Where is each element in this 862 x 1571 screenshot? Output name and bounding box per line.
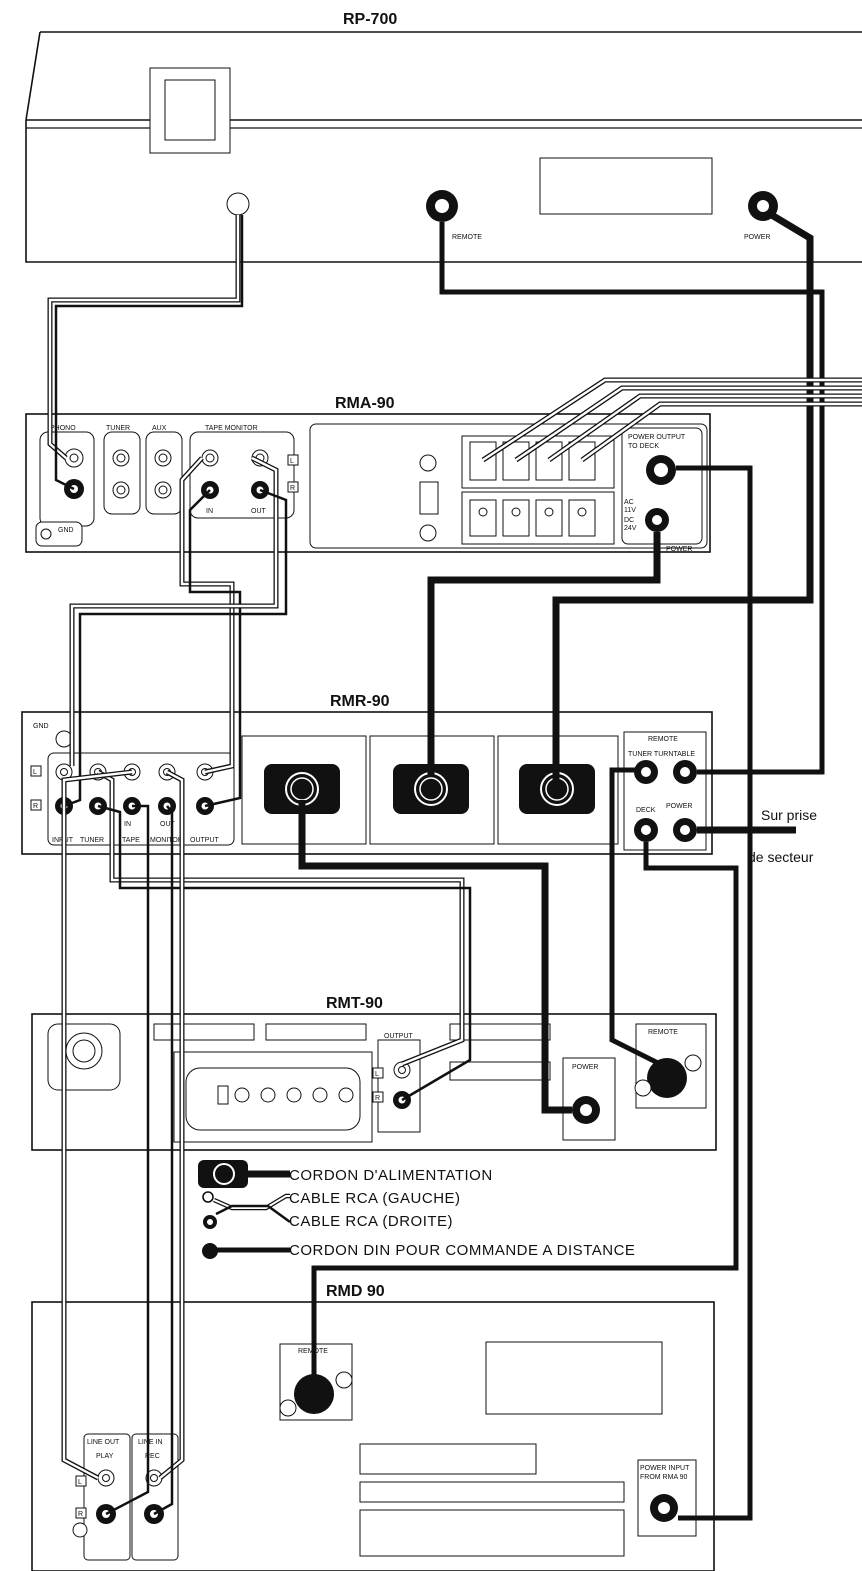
rma90-title: RMA-90	[335, 395, 395, 412]
rmt90-title: RMT-90	[326, 995, 383, 1012]
rmt90-power-label: POWER	[572, 1064, 598, 1071]
rp700-title: RP-700	[343, 11, 397, 28]
rma90-r-label: R	[290, 485, 295, 492]
cables	[47, 210, 862, 1521]
legend-rca-right: CABLE RCA (DROITE)	[203, 1204, 453, 1230]
rma90-aux-label: AUX	[152, 425, 167, 432]
cable-rmr-rmt-power	[298, 800, 572, 1114]
legend-power-cord-text: CORDON D'ALIMENTATION	[289, 1167, 493, 1184]
cable-rma-deck-power	[676, 465, 753, 1521]
rp700-remote-label: REMOTE	[452, 234, 482, 241]
rmd90-line-in-label: LINE IN	[138, 1439, 163, 1446]
rmd90-l-label: L	[78, 1479, 82, 1486]
rma90-tape-monitor-label: TAPE MONITOR	[205, 425, 258, 432]
rma90-tuner-label: TUNER	[106, 425, 130, 432]
rmd90-r-label: R	[78, 1511, 83, 1518]
rmr90-title: RMR-90	[330, 693, 390, 710]
rmr90-deck-label: DECK	[636, 807, 656, 814]
rmr90-tape-label: TAPE	[122, 837, 140, 844]
rma90-unit: RMA-90 PHONO TUNER AUX TAPE MONITOR IN O…	[25, 395, 711, 553]
rma90-jacks	[64, 448, 269, 499]
rma90-gnd-label: GND	[58, 527, 74, 534]
rmr90-remote-label: REMOTE	[648, 736, 678, 743]
rmr90-l-label: L	[33, 769, 37, 776]
rmt90-unit: RMT-90 OUTPUT L R POWER REMOTE	[31, 995, 717, 1151]
rmr90-power-label: POWER	[666, 803, 692, 810]
rmt90-l-label: L	[375, 1071, 379, 1078]
rp700-unit: RP-700 REMOTE POWER	[25, 11, 862, 263]
mains-line2: de secteur	[748, 849, 814, 865]
legend-power-cord: CORDON D'ALIMENTATION	[198, 1160, 493, 1188]
rmt90-remote-label: REMOTE	[648, 1029, 678, 1036]
legend-rca-left: CABLE RCA (GAUCHE)	[202, 1190, 461, 1211]
rmd90-line-out-label: LINE OUT	[87, 1439, 120, 1446]
rma90-power-label: POWER	[666, 546, 692, 553]
rmd90-from-rma90-label: FROM RMA 90	[640, 1474, 688, 1481]
cable-rp700-remote	[439, 222, 825, 775]
rmd90-play-label: PLAY	[96, 1453, 114, 1460]
rmr90-in-label: IN	[124, 821, 131, 828]
rma90-to-deck-label: TO DECK	[628, 443, 659, 450]
cable-rp700-power	[552, 210, 814, 789]
rma90-power-output-label: POWER OUTPUT	[628, 434, 686, 441]
legend-rca-left-text: CABLE RCA (GAUCHE)	[289, 1190, 461, 1207]
rmd90-rec-label: REC	[145, 1453, 160, 1460]
rma90-in-label: IN	[206, 508, 213, 515]
rma90-phono-group	[39, 431, 95, 527]
rma90-phono-label: PHONO	[50, 425, 76, 432]
rma90-gnd-terminal	[35, 521, 83, 547]
rmr90-out-label: OUT	[160, 821, 176, 828]
rma90-dc-label: DC	[624, 517, 634, 524]
rmr90-tuner-turntable-label: TUNER TURNTABLE	[628, 751, 695, 758]
rmd90-remote-socket	[294, 1374, 334, 1414]
rma90-out-label: OUT	[251, 508, 267, 515]
rmd90-power-input-label: POWER INPUT	[640, 1465, 690, 1472]
rma90-dc-v-label: 24V	[624, 525, 637, 532]
rmd90-title: RMD 90	[326, 1283, 385, 1300]
legend-rca-right-text: CABLE RCA (DROITE)	[289, 1213, 453, 1230]
rmt90-r-label: R	[375, 1095, 380, 1102]
rp700-power-label: POWER	[744, 234, 770, 241]
rma90-l-label: L	[290, 458, 294, 465]
rmt90-output-block	[377, 1039, 421, 1133]
rmr90-unit: RMR-90 GND L R INPUT TUNER IN TAPE OUT M…	[21, 693, 713, 855]
rmt90-remote-socket	[647, 1058, 687, 1098]
rp700-display-window	[539, 157, 713, 215]
legend-din-remote: CORDON DIN POUR COMMANDE A DISTANCE	[202, 1242, 635, 1259]
rmd90-display	[485, 1341, 663, 1415]
rma90-speaker-terminals	[461, 435, 615, 545]
rma90-ac-label: AC	[624, 499, 634, 506]
cable-rma-power	[427, 532, 661, 775]
rma90-ac-v-label: 11V	[624, 507, 636, 514]
rmr90-gnd-label: GND	[33, 723, 49, 730]
rmr90-tuner-label: TUNER	[80, 837, 104, 844]
mains-line1: Sur prise	[761, 807, 817, 823]
legend-din-remote-text: CORDON DIN POUR COMMANDE A DISTANCE	[289, 1242, 635, 1259]
rmr90-output-label: OUTPUT	[190, 837, 220, 844]
cable-rmr-rmt-remote	[609, 767, 662, 1067]
cable-rmt-rmd-remote	[311, 842, 739, 1376]
rmt90-output-label: OUTPUT	[384, 1033, 414, 1040]
rmr90-monitor-label: MONITOR	[150, 837, 183, 844]
rp700-tonearm-jack	[226, 192, 250, 216]
rmd90-unit: RMD 90 REMOTE LINE OUT PLAY LINE IN REC …	[31, 1283, 715, 1571]
legend: CORDON D'ALIMENTATION CABLE RCA (GAUCHE)…	[198, 1160, 635, 1259]
rmr90-r-label: R	[33, 803, 38, 810]
